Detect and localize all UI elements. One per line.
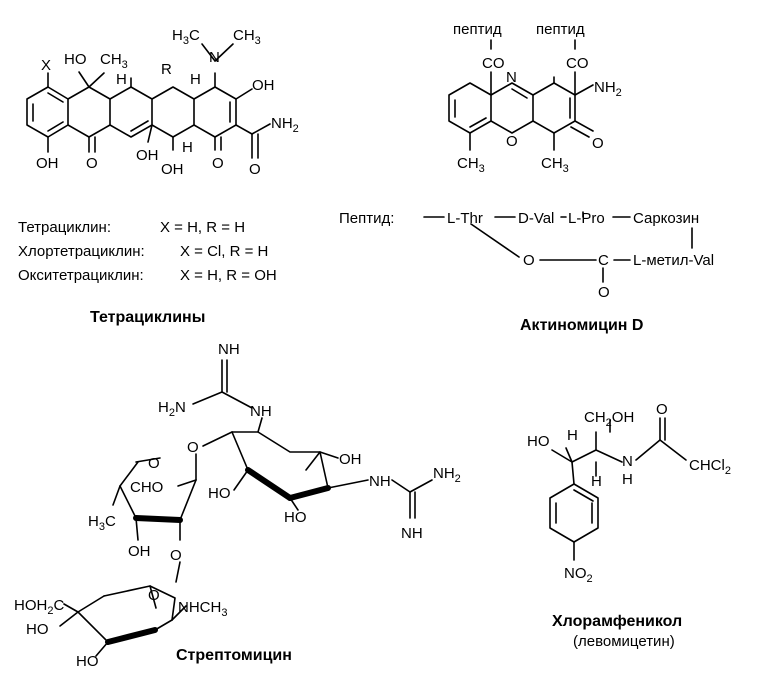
streptomycin-o-furanose: O xyxy=(148,455,160,472)
streptomycin-nh: NH xyxy=(250,403,272,420)
peptide-methyl-val: L-метил-Val xyxy=(633,252,714,269)
chloramphenicol-chcl2: CHCl2 xyxy=(689,457,731,477)
streptomycin-ho-bottom: HO xyxy=(284,509,307,526)
actinomycin-peptide1-label: пептид xyxy=(453,21,502,38)
tetracycline-r-label: R xyxy=(161,61,172,78)
tetracycline-row3-value: X = H, R = OH xyxy=(180,267,277,284)
tetracycline-row3-name: Окситетрациклин: xyxy=(18,267,144,284)
tetracycline-row2-value: X = Cl, R = H xyxy=(180,243,268,260)
tetracycline-h2-label: H xyxy=(190,71,201,88)
chloramphenicol-h1: H xyxy=(567,427,578,444)
chloramphenicol-n: N xyxy=(622,453,633,470)
tetracycline-row1-name: Тетрациклин: xyxy=(18,219,111,236)
streptomycin-cho: CHO xyxy=(130,479,163,496)
actinomycin-ch3-1-label: CH3 xyxy=(457,155,485,175)
actinomycin-o-label: O xyxy=(592,135,604,152)
streptomycin-h3c: H3C xyxy=(88,513,116,533)
streptomycin-oh2: OH xyxy=(128,543,151,560)
chloramphenicol-ch2oh: CH2OH xyxy=(584,409,634,429)
streptomycin-caption: Стрептомицин xyxy=(176,647,292,664)
streptomycin-h2n: H2N xyxy=(158,399,186,419)
actinomycin-peptide-chain: Пептид: L-Thr D-Val L-Pro Саркозин O C L… xyxy=(339,210,714,334)
chloramphenicol-caption: Хлорамфеникол xyxy=(552,613,682,630)
tetracycline-oh-bottom-label: OH xyxy=(36,155,59,172)
streptomycin-o2: O xyxy=(170,547,182,564)
peptide-l-pro: L-Pro xyxy=(568,210,605,227)
tetracycline-h-low-label: H xyxy=(182,139,193,156)
tetracycline-x-label: X xyxy=(41,57,51,74)
chloramphenicol-h2: H xyxy=(591,473,602,490)
streptomycin-ho2: HO xyxy=(76,653,99,670)
chloramphenicol-h-nh: H xyxy=(622,471,633,488)
actinomycin-ch3-2-label: CH3 xyxy=(541,155,569,175)
streptomycin-ring-o: O xyxy=(148,587,160,604)
actinomycin-caption: Актиномицин D xyxy=(520,317,643,334)
chloramphenicol-structure: CH2OH HO H N H H O CHCl2 NO2 Хлорамфеник… xyxy=(527,401,731,650)
tetracycline-nh2-label: NH2 xyxy=(271,115,299,135)
chloramphenicol-subcaption: (левомицетин) xyxy=(573,633,675,650)
streptomycin-oh1: OH xyxy=(339,451,362,468)
peptide-o: O xyxy=(523,252,535,269)
chloramphenicol-o: O xyxy=(656,401,668,418)
tetracycline-o2-label: O xyxy=(212,155,224,172)
streptomycin-ho1: HO xyxy=(26,621,49,638)
peptide-prefix: Пептид: xyxy=(339,210,394,227)
peptide-l-thr: L-Thr xyxy=(447,210,483,227)
tetracycline-h-label: H xyxy=(116,71,127,88)
streptomycin-hoh2c: HOH2C xyxy=(14,597,64,617)
peptide-d-val: D-Val xyxy=(518,210,554,227)
streptomycin-nhch3: NHCH3 xyxy=(178,599,227,619)
streptomycin-nh-top: NH xyxy=(218,341,240,358)
tetracycline-oh-right-label: OH xyxy=(252,77,275,94)
tetracycline-ch3-label: CH3 xyxy=(100,51,128,71)
actinomycin-o-ring-label: O xyxy=(506,133,518,150)
actinomycin-n-label: N xyxy=(506,69,517,86)
streptomycin-nh-bottom: NH xyxy=(401,525,423,542)
tetracycline-oh-mid-label: OH xyxy=(136,147,159,164)
tetracycline-o3-label: O xyxy=(249,161,261,178)
peptide-o2: O xyxy=(598,284,610,301)
tetracycline-ch3-top-label: CH3 xyxy=(233,27,261,47)
actinomycin-peptide2-label: пептид xyxy=(536,21,585,38)
actinomycin-nh2-label: NH2 xyxy=(594,79,622,99)
chloramphenicol-ho: HO xyxy=(527,433,550,450)
tetracycline-o1-label: O xyxy=(86,155,98,172)
tetracycline-oh-mid2-label: OH xyxy=(161,161,184,178)
tetracycline-row1-value: X = H, R = H xyxy=(160,219,245,236)
streptomycin-structure: NH H2N NH O OH O CHO H3C HO OH HO NH NH2… xyxy=(14,341,461,670)
tetracycline-n-label: N xyxy=(209,49,220,66)
streptomycin-nh2-right: NH2 xyxy=(433,465,461,485)
tetracycline-structure: X HO CH3 H R H H3C N CH3 OH NH2 OH O OH … xyxy=(26,27,299,178)
tetracycline-ho-label: HO xyxy=(64,51,87,68)
actinomycin-co2-label: CO xyxy=(566,55,589,72)
chloramphenicol-no2: NO2 xyxy=(564,565,593,585)
streptomycin-o1: O xyxy=(187,439,199,456)
streptomycin-nh-right: NH xyxy=(369,473,391,490)
peptide-c: C xyxy=(598,252,609,269)
tetracycline-table: Тетрациклин: X = H, R = H Хлортетрацикли… xyxy=(18,219,277,326)
tetracycline-caption: Тетрациклины xyxy=(90,309,205,326)
tetracycline-row2-name: Хлортетрациклин: xyxy=(18,243,145,260)
actinomycin-co1-label: CO xyxy=(482,55,505,72)
actinomycin-structure: пептид пептид CO CO N O NH2 O CH3 CH3 xyxy=(448,21,622,175)
tetracycline-h3c-label: H3C xyxy=(172,27,200,47)
streptomycin-ho-left: HO xyxy=(208,485,231,502)
peptide-sarcosine: Саркозин xyxy=(633,210,699,227)
